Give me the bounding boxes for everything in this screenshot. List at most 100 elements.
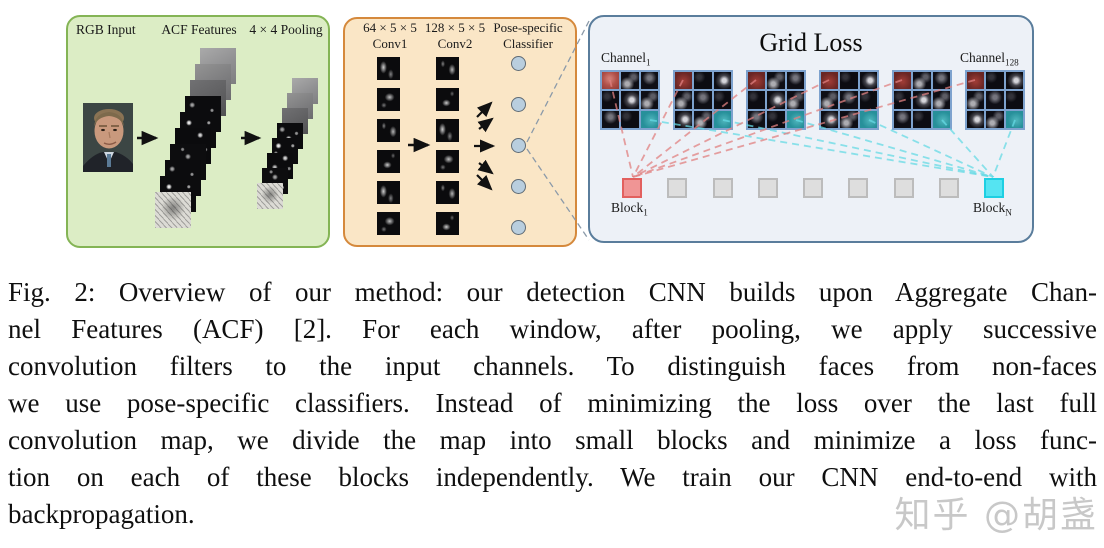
grid-cell-blockN (1005, 110, 1023, 128)
classifier-header: Pose-specific Classifier (483, 20, 573, 52)
classifier-node (511, 96, 526, 112)
grid-cell (967, 91, 985, 109)
grid-cell (932, 91, 950, 109)
grid-cell (675, 91, 693, 109)
grid-cell (748, 91, 766, 109)
grid-cell (894, 91, 912, 109)
grid-cell (859, 72, 877, 90)
caption-line: Fig. 2: Overview of our method: our dete… (8, 277, 1097, 307)
grid-cell (967, 110, 985, 128)
channel-grid (819, 70, 879, 130)
grid-cell (748, 110, 766, 128)
grid-cell (894, 110, 912, 128)
rgb-input-face-image (83, 103, 133, 172)
conv2-feature-map (436, 88, 459, 111)
grid-cell-blockN (859, 110, 877, 128)
grid-cell (767, 91, 785, 109)
channel-grid (746, 70, 806, 130)
block-square (713, 178, 733, 198)
caption-line: backpropagation. (8, 499, 195, 529)
conv2-feature-map (436, 150, 459, 173)
conv2-name: Conv2 (437, 36, 473, 51)
channel-first-label: Channel1 (601, 50, 651, 68)
caption-line: nel Features (ACF) [2]. For each window,… (8, 314, 1097, 344)
grid-cell (1005, 91, 1023, 109)
caption-line: we use pose-specific classifiers. Instea… (8, 388, 1097, 418)
caption-line: tion on each of these blocks independent… (8, 462, 1097, 492)
conv1-header: 64 × 5 × 5 Conv1 (350, 20, 430, 52)
block-square (758, 178, 778, 198)
conv1-feature-map (377, 181, 400, 204)
channel-grid (600, 70, 660, 130)
conv2-header: 128 × 5 × 5 Conv2 (415, 20, 495, 52)
grid-cell (694, 110, 712, 128)
grid-cell (786, 72, 804, 90)
classifier-node (511, 178, 526, 194)
channel-grid (965, 70, 1025, 130)
block-square (803, 178, 823, 198)
grid-cell (767, 72, 785, 90)
block-1-square (622, 178, 642, 198)
classifier-node (511, 219, 526, 235)
grid-cell (859, 91, 877, 109)
conv1-feature-map (377, 88, 400, 111)
watermark: 知乎 @胡盏 (894, 495, 1098, 536)
classifier-line1: Pose-specific (493, 20, 563, 35)
classifier-node (511, 137, 526, 153)
grid-cell (1005, 72, 1023, 90)
grid-loss-title: Grid Loss (759, 28, 863, 57)
grid-cell (932, 72, 950, 90)
grid-cell (694, 72, 712, 90)
grid-cell-block1 (602, 72, 620, 90)
grid-cell (821, 91, 839, 109)
figure-caption: Fig. 2: Overview of our method: our dete… (8, 274, 1097, 533)
pooling-label: 4 × 4 Pooling (249, 22, 323, 37)
conv1-feature-map (377, 57, 400, 80)
rgb-input-label: RGB Input (76, 22, 136, 37)
conv1-feature-map (377, 119, 400, 142)
grid-cell (675, 110, 693, 128)
classifier-line2: Classifier (503, 36, 553, 51)
pooled-feature-map-tile (257, 183, 283, 209)
caption-line: convolution map, we divide the map into … (8, 425, 1097, 455)
grid-cell-blockN (786, 110, 804, 128)
grid-cell (913, 91, 931, 109)
channel-grid (892, 70, 952, 130)
channel-grid (673, 70, 733, 130)
grid-cell (840, 110, 858, 128)
grid-cell (986, 91, 1004, 109)
grid-cell (840, 72, 858, 90)
block-first-label: Block1 (611, 200, 648, 218)
grid-cell (602, 110, 620, 128)
conv1-feature-map (377, 212, 400, 235)
block-square (848, 178, 868, 198)
classifier-node (511, 55, 526, 71)
channel-last-label: Channel128 (960, 50, 1019, 68)
grid-cell (621, 91, 639, 109)
conv1-dims: 64 × 5 × 5 (363, 20, 417, 35)
grid-cell (840, 91, 858, 109)
grid-cell-block1 (675, 72, 693, 90)
grid-cell (640, 91, 658, 109)
grid-cell-block1 (748, 72, 766, 90)
grid-cell (713, 72, 731, 90)
grid-cell (786, 91, 804, 109)
block-square (894, 178, 914, 198)
conv2-feature-map (436, 181, 459, 204)
grid-cell-blockN (640, 110, 658, 128)
conv1-feature-map (377, 150, 400, 173)
caption-line: convolution filters to the input channel… (8, 351, 1097, 381)
conv2-feature-map (436, 212, 459, 235)
grid-cell (767, 110, 785, 128)
grid-cell (713, 91, 731, 109)
grid-cell-block1 (894, 72, 912, 90)
acf-features-label: ACF Features (161, 22, 237, 37)
grid-cell (640, 72, 658, 90)
block-square (667, 178, 687, 198)
conv2-dims: 128 × 5 × 5 (424, 20, 486, 35)
grid-cell-blockN (932, 110, 950, 128)
block-last-label: BlockN (973, 200, 1012, 218)
grid-cell (602, 91, 620, 109)
grid-cell (694, 91, 712, 109)
block-square (939, 178, 959, 198)
